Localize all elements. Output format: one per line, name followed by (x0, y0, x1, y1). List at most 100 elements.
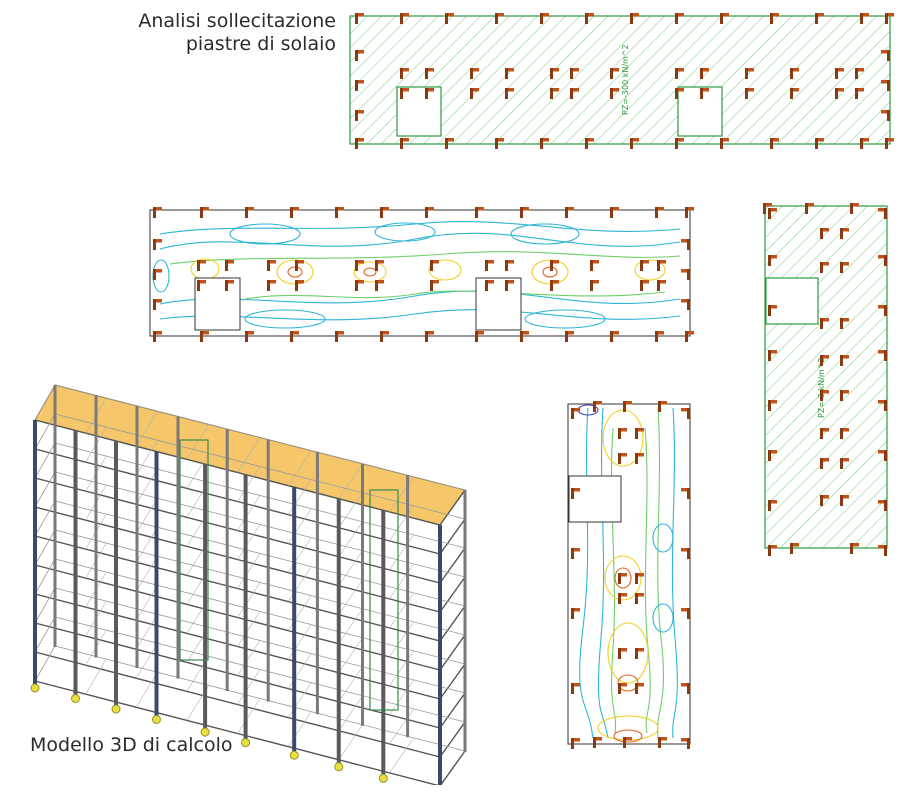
column-footing (200, 727, 210, 737)
building-3d-model (15, 380, 475, 785)
column-marker (855, 68, 864, 79)
column-marker (768, 500, 777, 511)
column-marker (153, 207, 162, 218)
column-marker (878, 350, 887, 361)
column-marker (295, 260, 304, 271)
column-markers (571, 401, 690, 749)
column-marker (475, 331, 484, 342)
column-marker (505, 68, 514, 79)
column-marker (855, 88, 864, 99)
column-marker (610, 207, 619, 218)
column-marker (485, 280, 494, 291)
column-marker (820, 355, 829, 366)
column-marker (681, 683, 690, 694)
column-marker (445, 138, 454, 149)
column-marker (550, 280, 559, 291)
column-marker (881, 50, 890, 61)
column-marker (565, 331, 574, 342)
column-marker (885, 13, 894, 24)
column-marker (400, 138, 409, 149)
column-marker (675, 88, 684, 99)
column-marker (197, 260, 206, 271)
column-marker (470, 88, 479, 99)
column-marker (400, 13, 409, 24)
building-column (94, 395, 98, 658)
column-marker (835, 68, 844, 79)
column-marker (745, 68, 754, 79)
column-marker (571, 548, 580, 559)
column-marker (630, 138, 639, 149)
column-marker (635, 428, 644, 439)
column-marker (635, 453, 644, 464)
column-marker (681, 548, 690, 559)
column-marker (635, 593, 644, 604)
caption-line-2: piastre di solaio (185, 33, 336, 55)
column-footing (111, 704, 121, 714)
column-marker (820, 495, 829, 506)
column-marker (881, 110, 890, 121)
slab-plan-horizontal: PZ=-300 kN/m^2 (345, 10, 905, 158)
column-marker (355, 13, 364, 24)
slab-outline (567, 403, 691, 745)
building-column (243, 474, 248, 740)
column-marker (770, 138, 779, 149)
column-marker (790, 88, 799, 99)
column-marker (197, 280, 206, 291)
column-marker (768, 208, 777, 219)
column-marker (571, 683, 580, 694)
column-marker (840, 428, 849, 439)
column-marker (571, 408, 580, 419)
column-marker (655, 207, 664, 218)
column-marker (840, 318, 849, 329)
column-marker (618, 453, 627, 464)
column-marker (720, 13, 729, 24)
column-footing (30, 683, 40, 693)
column-footing (152, 715, 161, 724)
column-marker (590, 280, 599, 291)
column-marker (200, 207, 209, 218)
column-marker (225, 280, 234, 291)
column-marker (153, 299, 162, 310)
column-marker (630, 13, 639, 24)
slab-opening (765, 277, 819, 325)
column-marker (153, 239, 162, 250)
column-marker (245, 331, 254, 342)
column-marker (657, 280, 666, 291)
building-column (114, 441, 118, 706)
stair-core (179, 439, 399, 711)
column-marker (840, 390, 849, 401)
column-marker (485, 260, 494, 271)
slab-opening (475, 277, 522, 331)
column-marker (878, 305, 887, 316)
column-marker (681, 239, 690, 250)
column-marker (565, 207, 574, 218)
column-marker (623, 401, 632, 412)
column-marker (375, 260, 384, 271)
column-marker (685, 331, 694, 342)
column-marker (685, 207, 694, 218)
column-marker (640, 260, 649, 271)
column-footing (289, 750, 299, 760)
column-marker (657, 260, 666, 271)
column-marker (655, 331, 664, 342)
column-marker (681, 608, 690, 619)
column-marker (805, 203, 814, 214)
column-marker (425, 88, 434, 99)
column-marker (425, 68, 434, 79)
column-marker (618, 648, 627, 659)
column-marker (675, 138, 684, 149)
column-marker (267, 260, 276, 271)
column-marker (400, 88, 409, 99)
column-marker (840, 458, 849, 469)
building-column (438, 525, 442, 785)
column-footing (378, 773, 388, 783)
column-marker (768, 255, 777, 266)
building-column (463, 490, 467, 752)
slab-plan-horizontal-drawing: PZ=-300 kN/m^2 (349, 13, 894, 149)
column-marker (505, 260, 514, 271)
column-marker (618, 593, 627, 604)
column-marker (675, 13, 684, 24)
column-marker (570, 88, 579, 99)
column-marker (878, 208, 887, 219)
column-marker (520, 331, 529, 342)
